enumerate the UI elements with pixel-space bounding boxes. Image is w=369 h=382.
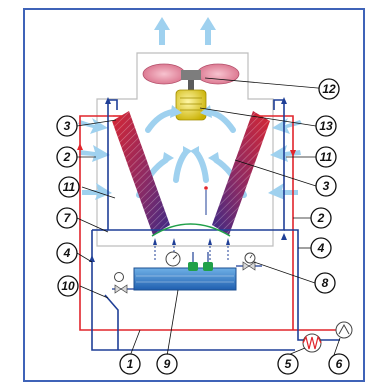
callout-2-right: 2 <box>310 207 332 229</box>
svg-text:11: 11 <box>320 150 333 164</box>
heat-exchange-coil-left <box>112 111 170 235</box>
svg-text:2: 2 <box>317 211 325 225</box>
flow-arrowheads <box>89 97 287 262</box>
svg-text:13: 13 <box>319 119 333 133</box>
svg-text:10: 10 <box>61 279 75 293</box>
callout-3-right: 3 <box>315 175 337 197</box>
svg-text:7: 7 <box>64 211 72 225</box>
callout-5: 5 <box>277 353 299 375</box>
exhaust-air-arrows <box>154 17 216 45</box>
svg-text:5: 5 <box>285 357 292 371</box>
svg-text:8: 8 <box>322 276 329 290</box>
svg-text:1: 1 <box>127 357 134 371</box>
heat-exchanger-icon <box>302 333 322 353</box>
callout-4-left: 4 <box>56 242 78 264</box>
callout-12: 12 <box>318 78 340 100</box>
hot-process-pipe <box>79 115 341 331</box>
heat-exchange-coil-right <box>212 111 270 235</box>
callout-11-right: 11 <box>315 146 337 168</box>
pressure-gauge-icon <box>114 251 256 282</box>
internal-air-arrowheads <box>162 105 220 165</box>
motor-icon <box>175 89 207 121</box>
svg-text:2: 2 <box>63 150 71 164</box>
water-basin <box>133 267 237 291</box>
svg-text:4: 4 <box>317 241 325 255</box>
svg-text:3: 3 <box>64 119 71 133</box>
svg-text:4: 4 <box>63 246 71 260</box>
valve-icon <box>112 261 262 294</box>
callout-1: 1 <box>119 353 141 375</box>
tower-housing <box>96 52 274 247</box>
hot-flow-arrowheads <box>77 143 296 157</box>
callout-2-left: 2 <box>56 146 78 168</box>
pump-icon <box>188 252 213 271</box>
fan-icon <box>142 63 240 90</box>
callout-9: 9 <box>156 353 178 375</box>
circulation-pump-icon <box>335 321 353 339</box>
callout-13: 13 <box>315 115 337 137</box>
callout-8: 8 <box>314 272 336 294</box>
callout-leaders <box>76 77 341 357</box>
callout-6: 6 <box>328 353 350 375</box>
callout-4-right: 4 <box>310 237 332 259</box>
svg-text:11: 11 <box>63 180 76 194</box>
svg-text:6: 6 <box>336 357 343 371</box>
callout-3-left: 3 <box>56 115 78 137</box>
intake-air-arrows <box>78 118 302 200</box>
svg-text:12: 12 <box>322 82 336 96</box>
svg-text:9: 9 <box>164 357 171 371</box>
svg-text:3: 3 <box>323 179 330 193</box>
callout-10: 10 <box>57 275 79 297</box>
callout-7: 7 <box>56 207 78 229</box>
level-indicator <box>204 186 208 215</box>
callout-11-left: 11 <box>58 176 80 198</box>
